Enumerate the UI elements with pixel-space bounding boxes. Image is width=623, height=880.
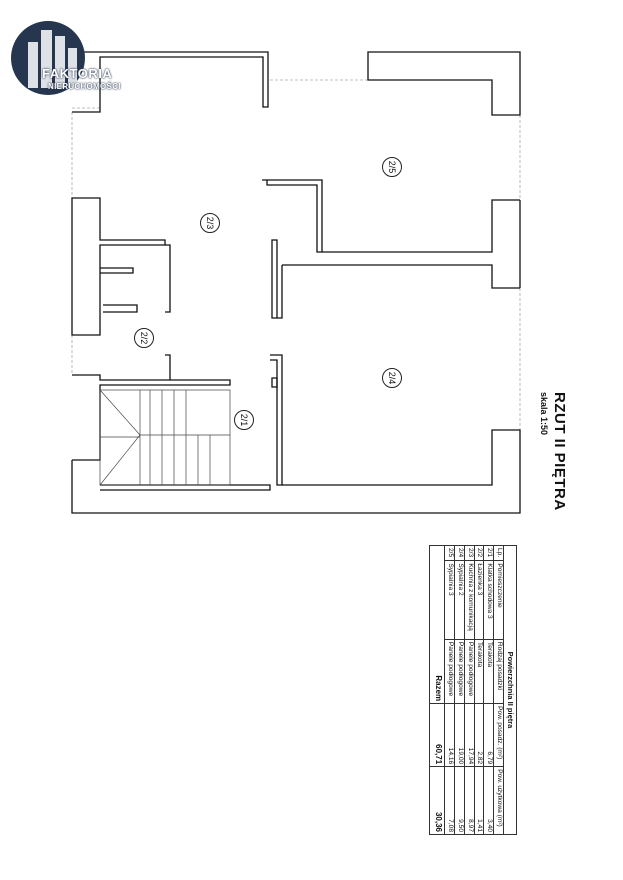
cell-room: Klatka schodowa 3	[483, 560, 494, 640]
cell-floor-area: 14,16	[444, 703, 455, 767]
area-table-wrapper: Powierzchnia II piętra Lp. Pomieszczenie…	[429, 545, 517, 835]
cell-room: Sypialnia 2	[454, 560, 465, 640]
area-table: Powierzchnia II piętra Lp. Pomieszczenie…	[429, 545, 517, 835]
cell-floor-area: 17,94	[464, 703, 475, 767]
cell-lp: 2/5	[444, 545, 455, 561]
cell-floor-type: Panele podłogowe	[464, 639, 475, 704]
cell-lp: 2/1	[483, 545, 494, 561]
cell-lp: 2/4	[454, 545, 465, 561]
header-room: Pomieszczenie	[493, 560, 504, 640]
cell-usable-area: 9,50	[454, 766, 465, 835]
table-row: 2/2 Łazienka 3 Terakota 2,82 1,41	[474, 545, 484, 835]
cell-room: Kuchnia z komunikacją	[464, 560, 475, 640]
cell-room: Łazienka 3	[474, 560, 484, 640]
cell-floor-type: Terakota	[483, 639, 494, 704]
walls	[71, 51, 521, 514]
cell-usable-area: 8,97	[464, 766, 475, 835]
plan-scale: skala 1:50	[539, 392, 549, 436]
total-floor-area: 60,71	[429, 703, 445, 767]
company-logo	[11, 21, 85, 95]
total-row: Razem 60,71 30,36	[429, 545, 445, 835]
dashed-outline	[71, 79, 521, 430]
plan-title: RZUT II PIĘTRA	[551, 392, 568, 511]
cell-lp: 2/3	[464, 545, 475, 561]
table-caption: Powierzchnia II piętra	[503, 545, 517, 835]
logo-text-primary: FAKTORIA	[42, 66, 113, 81]
cell-usable-area: 3,40	[483, 766, 494, 835]
cell-room: Sypialnia 3	[444, 560, 455, 640]
cell-floor-area: 6,79	[483, 703, 494, 767]
cell-floor-type: Terakota	[474, 639, 484, 704]
plan-title-block: RZUT II PIĘTRA skala 1:50	[539, 392, 568, 511]
header-floor-area: Pow. posadz. (m²)	[493, 703, 504, 767]
cell-floor-type: Panele podłogowe	[454, 639, 465, 704]
room-label-2-4: 2/4	[382, 368, 402, 388]
total-usable-area: 30,36	[429, 766, 445, 835]
table-row: 2/3 Kuchnia z komunikacją Panele podłogo…	[464, 545, 475, 835]
cell-usable-area: 7,08	[444, 766, 455, 835]
cell-floor-type: Panele podłogowe	[444, 639, 455, 704]
table-row: 2/4 Sypialnia 2 Panele podłogowe 19,00 9…	[454, 545, 465, 835]
room-label-2-3: 2/3	[200, 213, 220, 233]
total-label: Razem	[429, 545, 445, 704]
logo-text-secondary: NIERUCHOMOŚCI	[48, 82, 121, 91]
cell-floor-area: 19,00	[454, 703, 465, 767]
cell-lp: 2/2	[474, 545, 484, 561]
cell-floor-area: 2,82	[474, 703, 484, 767]
header-floor-type: Rodzaj posadzki	[493, 639, 504, 704]
room-label-2-1: 2/1	[234, 410, 254, 430]
header-usable-area: Pow. użytkowa (m²)	[493, 766, 504, 835]
cell-usable-area: 1,41	[474, 766, 484, 835]
room-label-2-5: 2/5	[382, 157, 402, 177]
room-label-2-2: 2/2	[134, 328, 154, 348]
table-row: 2/1 Klatka schodowa 3 Terakota 6,79 3,40	[483, 545, 494, 835]
staircase	[99, 389, 231, 486]
table-row: 2/5 Sypialnia 3 Panele podłogowe 14,16 7…	[444, 545, 455, 835]
header-lp: Lp.	[493, 545, 504, 561]
